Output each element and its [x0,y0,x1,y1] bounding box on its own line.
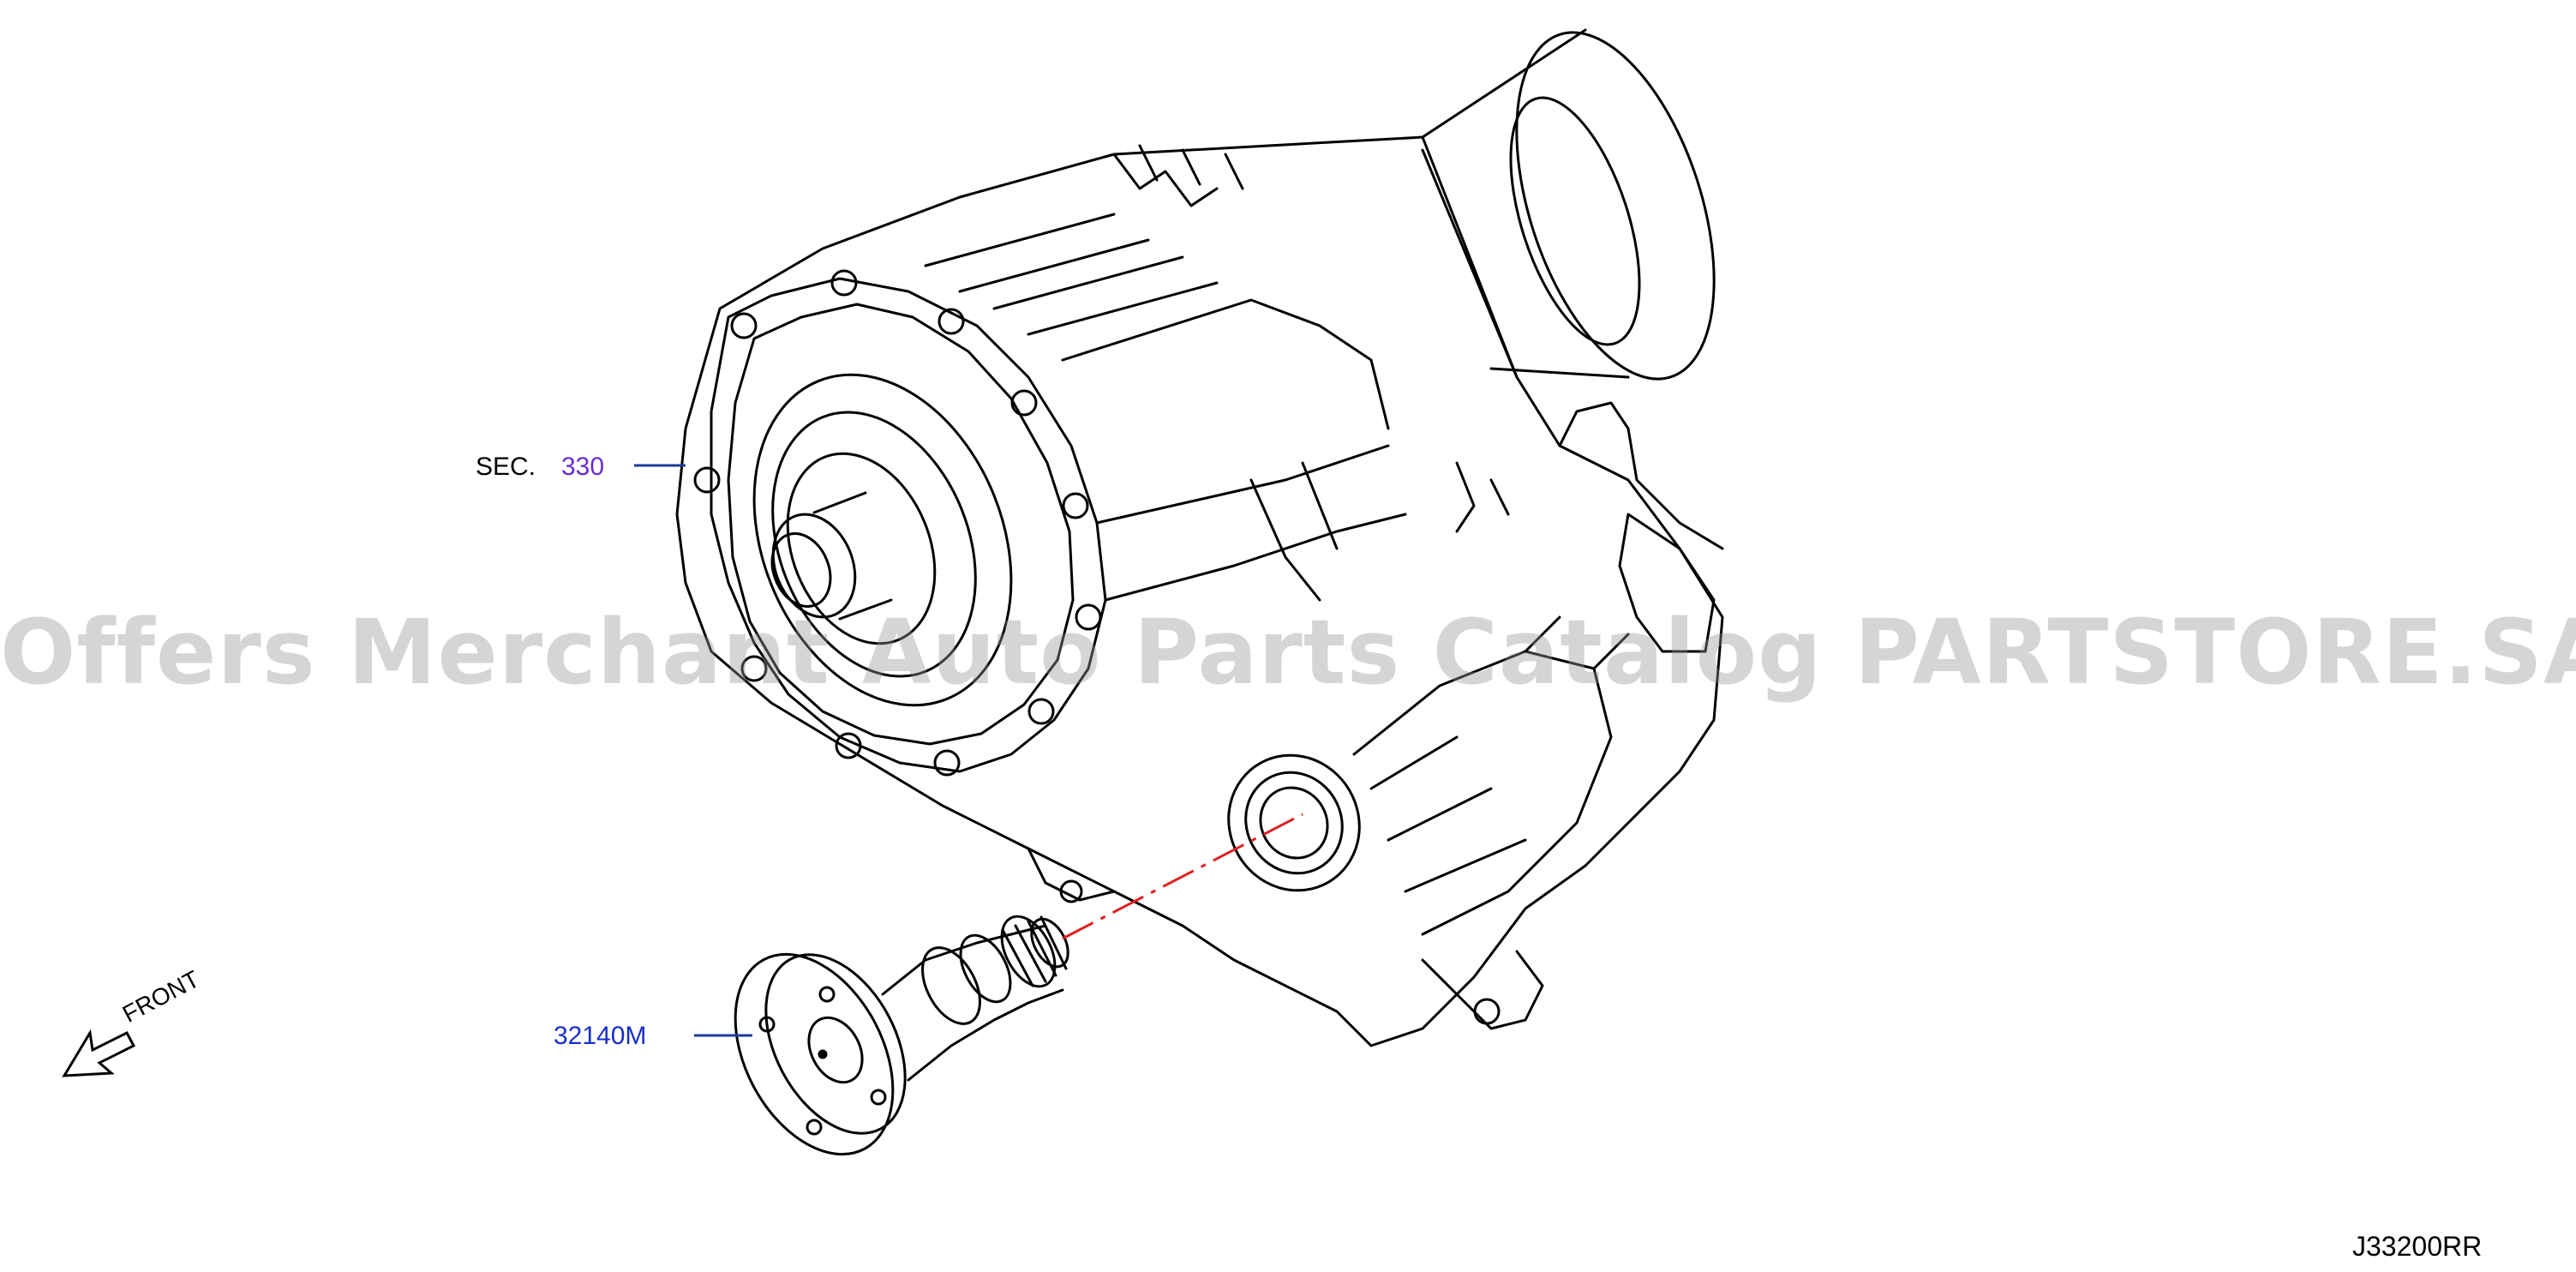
diagram-code: J33200RR [2352,1231,2483,1262]
companion-flange-shaft [734,915,1069,1156]
sec-prefix: SEC. [476,453,536,481]
part-number-link[interactable]: 32140M [554,1022,647,1050]
transfer-case-assembly [675,28,1724,1047]
sec-number-link[interactable]: 330 [561,453,605,481]
front-arrow-icon [62,1029,136,1077]
alignment-centerline [1062,813,1303,940]
